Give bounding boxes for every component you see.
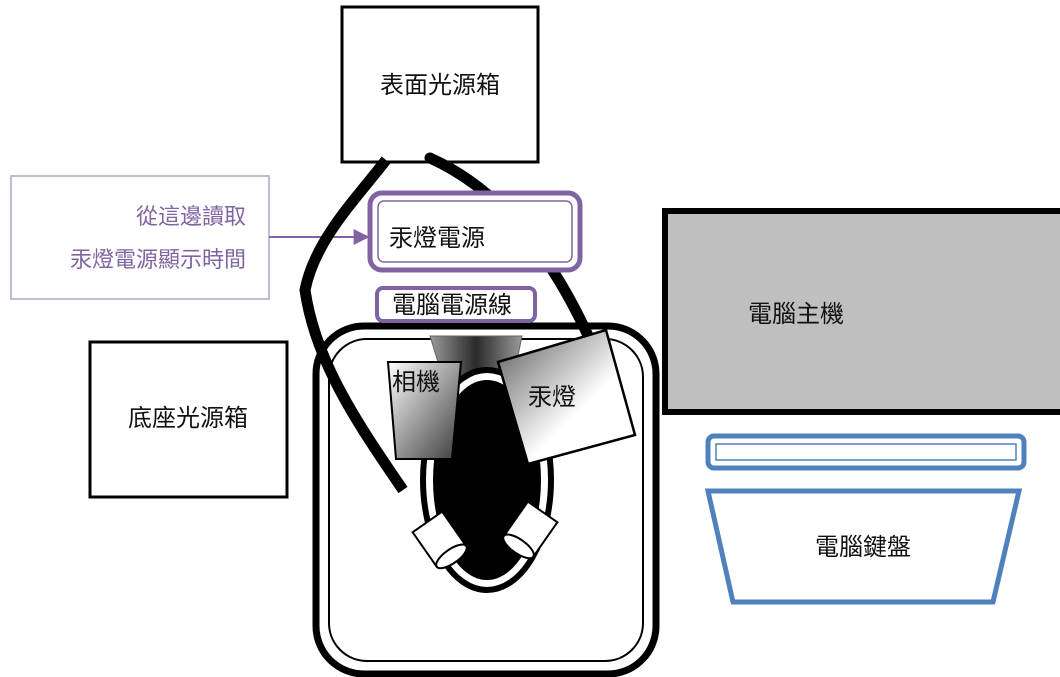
pc-host-label: 電腦主機 [748, 300, 844, 328]
pc-keyboard-label: 電腦鍵盤 [815, 533, 911, 561]
callout-line-2: 汞燈電源顯示時間 [70, 248, 246, 273]
lens-right [502, 500, 559, 560]
keyboard-tray [705, 433, 1027, 471]
callout-line-1: 從這邊讀取 [136, 205, 246, 230]
cable-left [299, 156, 408, 494]
camera: 相機 [386, 361, 463, 460]
uv-lamp: 汞燈 [496, 328, 637, 466]
uv-lamp-power: 汞燈電源 [367, 190, 583, 273]
base-light-box-label: 底座光源箱 [128, 404, 248, 432]
base-light-box: 底座光源箱 [88, 340, 289, 499]
surface-light-box: 表面光源箱 [340, 5, 540, 164]
uv-lamp-power-label: 汞燈電源 [389, 224, 485, 252]
lens-left [411, 510, 468, 570]
reading-callout: 從這邊讀取 汞燈電源顯示時間 [10, 175, 270, 300]
pc-keyboard: 電腦鍵盤 [704, 488, 1023, 605]
pc-power-cable: 電腦電源線 [375, 286, 537, 323]
uv-lamp-label: 汞燈 [528, 383, 576, 411]
pc-host: 電腦主機 [662, 208, 1060, 415]
pc-power-cable-label: 電腦電源線 [392, 291, 512, 319]
surface-light-box-label: 表面光源箱 [380, 71, 500, 99]
camera-label: 相機 [392, 368, 440, 396]
